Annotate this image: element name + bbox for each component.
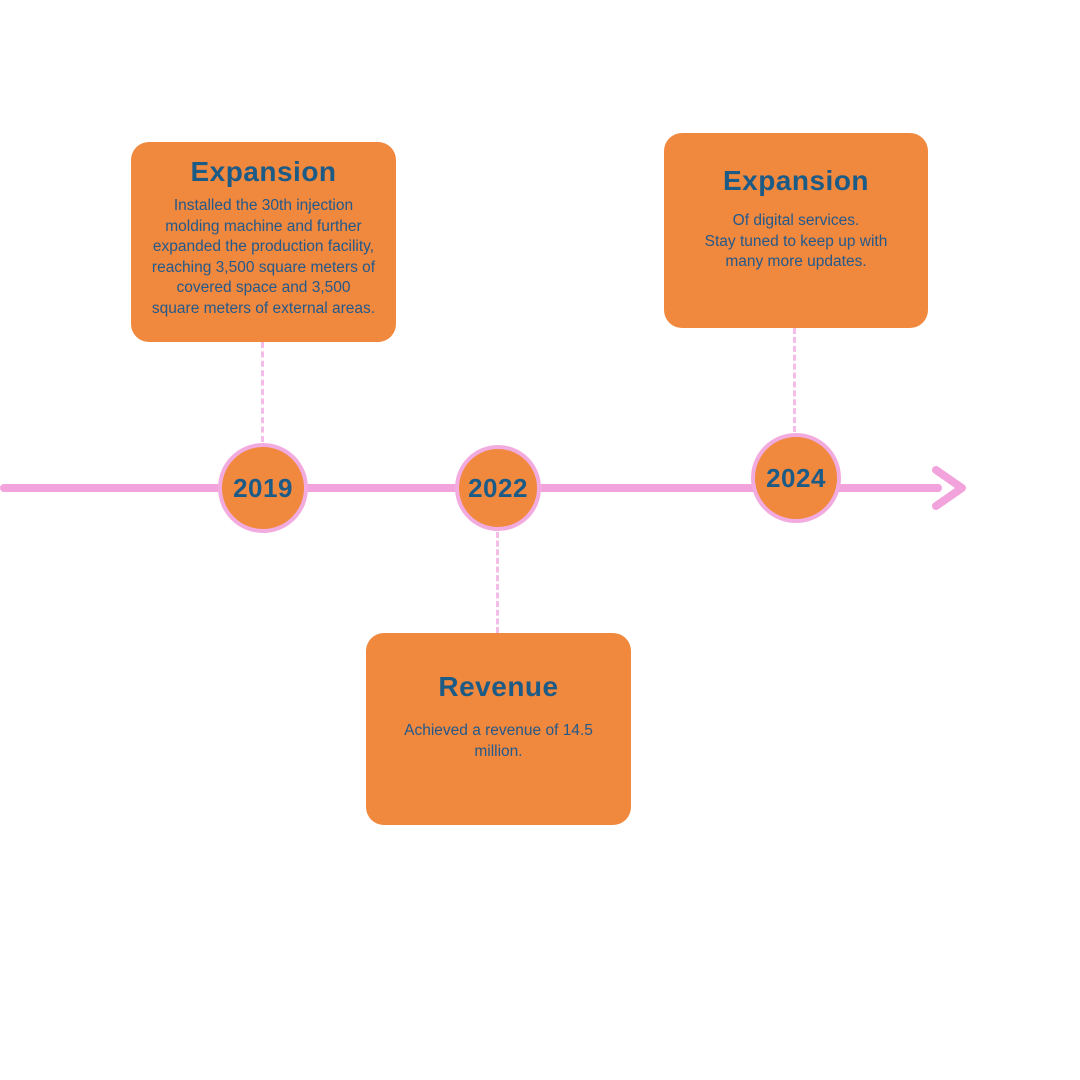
milestone-card-2019: Expansion Installed the 30th injection m… (131, 142, 396, 342)
connector-line-2024 (793, 328, 796, 432)
arrow-right-icon (932, 466, 966, 510)
milestone-card-2022: Revenue Achieved a revenue of 14.5 milli… (366, 633, 631, 825)
connector-line-2019 (261, 342, 264, 442)
card-title: Revenue (438, 671, 559, 702)
year-label: 2024 (766, 462, 826, 493)
connector-line-2022 (496, 532, 499, 633)
year-label: 2022 (468, 472, 528, 503)
milestone-node-2019: 2019 (218, 443, 308, 533)
milestone-card-2024: Expansion Of digital services. Stay tune… (664, 133, 928, 328)
year-label: 2019 (233, 472, 293, 503)
card-body: Of digital services. Stay tuned to keep … (704, 212, 888, 271)
card-title: Expansion (722, 165, 870, 196)
card-body: Achieved a revenue of 14.5 million. (404, 722, 593, 760)
card-title: Expansion (190, 156, 337, 187)
milestone-node-2024: 2024 (751, 433, 841, 523)
milestone-node-2022: 2022 (455, 445, 541, 531)
card-body: Installed the 30th injection molding mac… (151, 197, 376, 318)
